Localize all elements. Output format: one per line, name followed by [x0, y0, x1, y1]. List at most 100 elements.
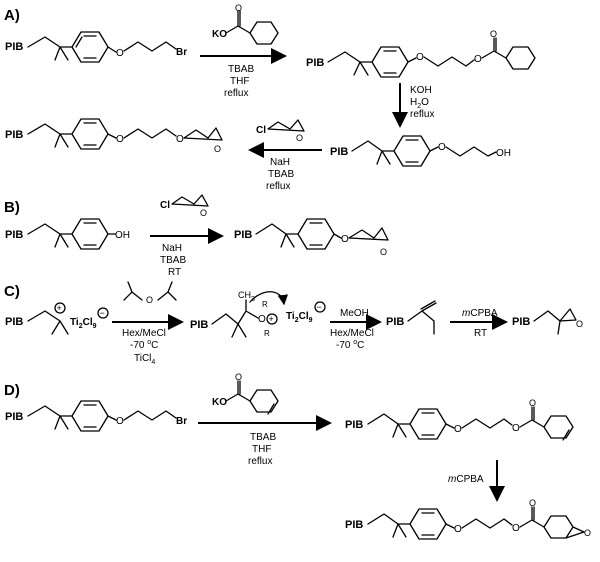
oxygen-atom: O [529, 398, 536, 408]
ester-bonds [519, 506, 545, 528]
oxygen-atom: O [512, 523, 520, 534]
aromatic-bonds [421, 412, 435, 436]
oxygen-atom: O [438, 142, 446, 153]
epoxide-bonds [171, 194, 209, 207]
oxygen-atom: O [116, 48, 124, 59]
oxygen-atom: O [296, 133, 303, 143]
counterion: Ti2Cl9 [70, 317, 97, 330]
condition-line: mCPBA [462, 308, 498, 319]
carboxylate-bonds [225, 10, 251, 34]
condition-line: reflux [410, 109, 434, 120]
propyl-chain [461, 418, 513, 429]
propyl-chain [423, 56, 475, 67]
pib-label: PIB [5, 316, 23, 328]
bond [255, 223, 299, 248]
section-d-label: D) [4, 382, 20, 399]
bond [445, 523, 455, 529]
molecule-pib-methyl-epoxide: PIB O [512, 308, 583, 335]
pib-label: PIB [345, 419, 363, 431]
oxygen-atom: O [258, 314, 266, 325]
condition-line: TBAB [268, 169, 294, 180]
chlorine-atom: Cl [256, 125, 266, 136]
bond [27, 310, 69, 335]
propyl-chain [123, 410, 177, 421]
bond [327, 51, 373, 76]
oxygen-atom: O [116, 416, 124, 427]
oxonium-charge [266, 313, 278, 325]
oxygen-atom: O [416, 52, 424, 63]
bond [27, 123, 73, 148]
condition-line: reflux [224, 88, 248, 99]
oxygen-atom: O [146, 295, 153, 305]
aromatic-bonds [405, 139, 419, 163]
condition-line: TBAB [160, 255, 186, 266]
molecule-pib-aryl-glycidyl-ether: PIB O O [234, 218, 389, 257]
oxygen-atom: O [512, 423, 520, 434]
pib-label: PIB [190, 319, 208, 331]
epoxide-bonds [533, 308, 577, 335]
bond [445, 423, 455, 429]
condition-line: TBAB [228, 64, 254, 75]
bond [333, 233, 342, 239]
bond [211, 299, 259, 338]
condition-line: RT [168, 267, 181, 278]
aromatic-bonds [383, 50, 397, 74]
bond [27, 36, 73, 61]
reagent-diisopropyl-ether: O [123, 281, 177, 305]
ko-label: KO [212, 397, 227, 408]
oxygen-atom: O [380, 247, 387, 257]
aromatic-bonds [83, 222, 97, 246]
condition-line: -70 oC [130, 339, 158, 351]
plus-sign: + [269, 314, 274, 324]
alkene-bond [267, 403, 275, 415]
pib-label: PIB [512, 316, 530, 328]
oxygen-atom: O [529, 498, 536, 508]
cyclohexene-ring [249, 389, 279, 413]
r-group: R [262, 300, 268, 309]
section-a: A) PIB O Br KO O TBAB THF reflux PIB [4, 3, 536, 192]
aromatic-bonds [83, 122, 97, 146]
condition-line: NaH [162, 243, 182, 254]
pib-label: PIB [234, 229, 252, 241]
section-c-label: C) [4, 283, 20, 300]
molecule-pib-aryl-propyl-bromide: PIB O Br [5, 31, 187, 63]
pib-label: PIB [5, 129, 23, 141]
bond [429, 146, 439, 152]
molecule-pib-aryl-propyl-cyclohexenecarboxylate: PIB O O O [345, 398, 574, 441]
oxygen-atom: O [341, 234, 349, 245]
oxonium-intermediate: PIB CH3 O + R R Ti2Cl9 − [190, 290, 326, 338]
chlorine-atom: Cl [160, 200, 170, 211]
bromine-atom: Br [176, 416, 187, 427]
bond [367, 413, 411, 438]
oxygen-atom: O [235, 3, 242, 13]
condition-line: THF [252, 444, 271, 455]
section-a-label: A) [4, 7, 20, 24]
ko-label: KO [212, 29, 227, 40]
section-d: D) PIB O Br KO O TBAB THF reflux PIB [4, 372, 591, 540]
condition-line: reflux [266, 181, 290, 192]
pib-carbocation-ion-pair: PIB + Ti2Cl9 − [5, 302, 109, 335]
section-c: C) PIB + Ti2Cl9 − O Hex/MeCl -70 oC TiCl… [4, 281, 583, 366]
benzene-ring [249, 21, 279, 45]
propyl-chain [445, 146, 497, 157]
oxygen-atom: O [454, 424, 462, 435]
molecule-pib-methallyl: PIB [386, 300, 437, 335]
curved-arrow [249, 291, 289, 306]
cyclohexene-ring [543, 415, 574, 439]
oxygen-atom: O [584, 528, 591, 538]
aromatic-bonds [75, 35, 97, 59]
reagent-epichlorohydrin: Cl O [256, 119, 305, 143]
bond [27, 405, 73, 430]
condition-line: TBAB [250, 432, 276, 443]
oxygen-atom: O [576, 319, 583, 329]
condition-line: KOH [410, 85, 432, 96]
molecule-pib-aryl-propyl-bromide: PIB O Br [5, 400, 187, 432]
minus-sign: − [317, 302, 322, 312]
reagent-potassium-cyclohexenecarboxylate: KO O [212, 372, 279, 415]
plus-sign: + [57, 303, 62, 313]
counterion: Ti2Cl9 [286, 311, 313, 324]
anion-charge [314, 301, 326, 313]
bond [351, 140, 395, 165]
condition-line: Hex/MeCl [330, 328, 374, 339]
